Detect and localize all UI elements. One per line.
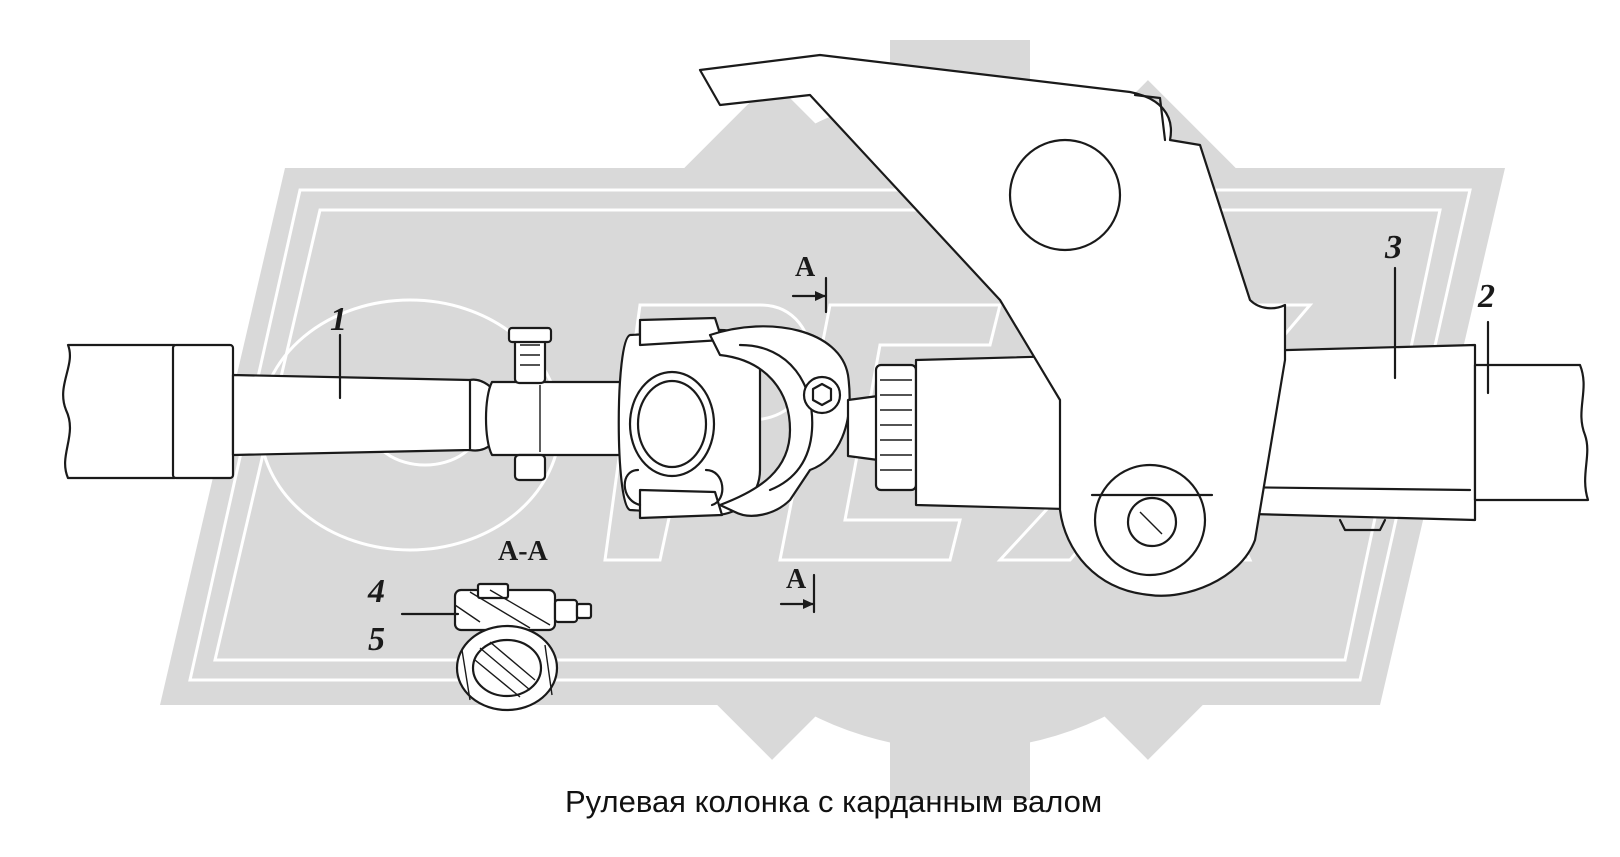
universal-joint xyxy=(617,316,851,520)
callout-5: 5 xyxy=(368,621,385,658)
clamp-yoke xyxy=(484,380,627,457)
section-view-title: А-А xyxy=(498,536,549,567)
diagram-caption: Рулевая колонка с карданным валом xyxy=(565,784,1102,819)
left-collar xyxy=(171,343,235,480)
left-tube xyxy=(62,343,177,480)
callout-3: 3 xyxy=(1384,229,1402,266)
section-marker-lines xyxy=(779,276,828,614)
shaft-part-1 xyxy=(231,373,478,457)
section-marker-bottom: А xyxy=(786,564,807,595)
section-marker-top: А xyxy=(795,252,816,283)
mounting-bracket xyxy=(698,53,1287,597)
callout-2: 2 xyxy=(1477,278,1495,315)
spline-nut xyxy=(874,363,918,492)
section-a-a-detail xyxy=(453,582,593,712)
leader-lines xyxy=(338,266,1490,616)
right-shaft-part-2 xyxy=(1473,363,1590,502)
steering-column-drawing xyxy=(62,53,1590,712)
callout-4: 4 xyxy=(367,573,385,610)
callout-1: 1 xyxy=(330,301,347,338)
